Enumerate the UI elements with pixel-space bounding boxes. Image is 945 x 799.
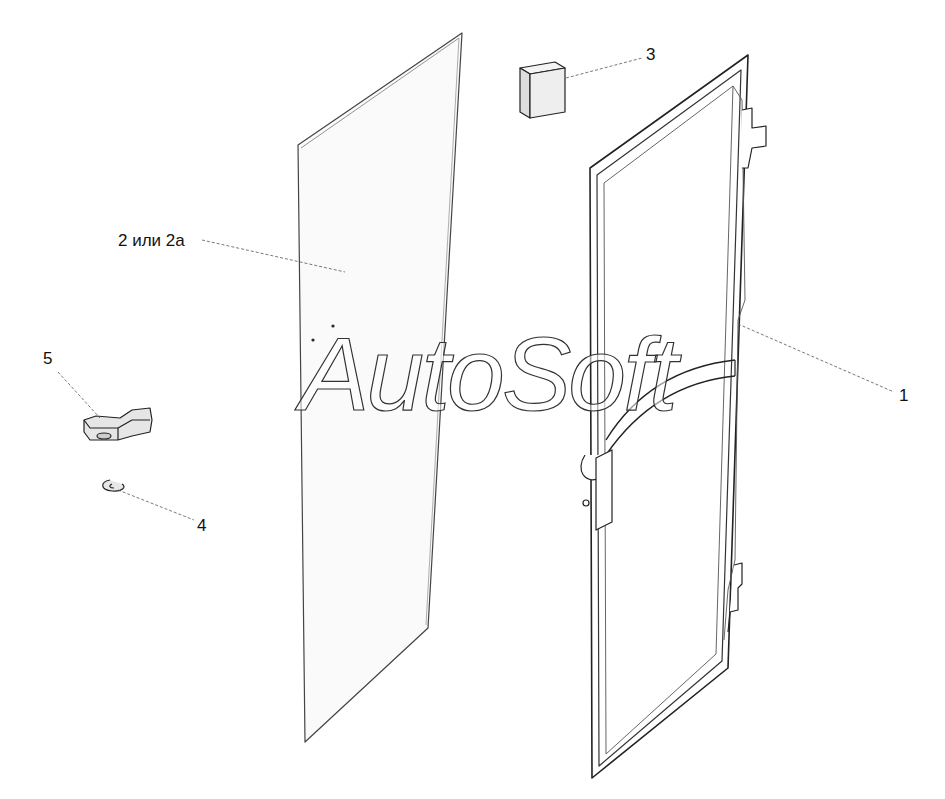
watermark: AutoSoft <box>300 322 675 426</box>
latch <box>84 408 152 440</box>
callout-number: 4 <box>197 517 206 534</box>
callout-number: 5 <box>43 350 52 367</box>
retaining-ring <box>103 480 124 491</box>
callout-number: 1 <box>899 387 908 404</box>
callout-number: 3 <box>646 46 655 63</box>
leader-lines <box>58 58 894 520</box>
part-label: 2 или 2а <box>118 232 185 249</box>
seal-pad <box>520 62 565 118</box>
